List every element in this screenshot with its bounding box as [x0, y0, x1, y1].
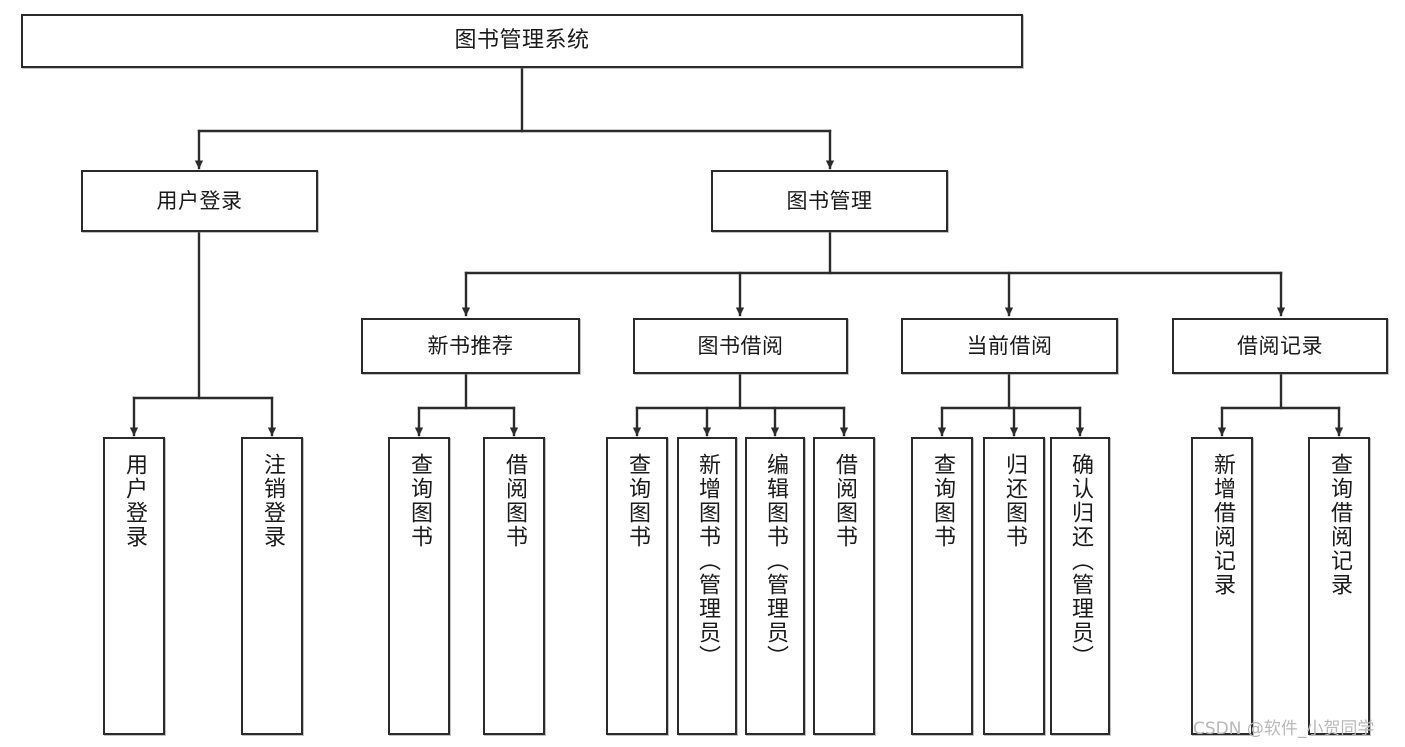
node-leaf-query-book-3[interactable]: 查询图书: [911, 437, 973, 735]
node-book-manage-label: 图书管理: [786, 188, 873, 213]
node-leaf-borrow-book-2[interactable]: 借阅图书: [813, 437, 875, 735]
node-borrow-record-label: 借阅记录: [1237, 333, 1323, 358]
node-borrow-record[interactable]: 借阅记录: [1172, 318, 1388, 374]
csdn-watermark: CSDN @软件_小贺同学: [1193, 719, 1375, 739]
node-root-root-label: 图书管理系统: [454, 28, 590, 54]
node-leaf-borrow-book-1-label: 借阅图书: [501, 453, 527, 549]
node-leaf-user-logout[interactable]: 注销登录: [241, 437, 303, 735]
node-leaf-return-book-label: 归还图书: [1001, 453, 1027, 549]
node-leaf-query-record[interactable]: 查询借阅记录: [1308, 437, 1370, 735]
node-leaf-user-login-label: 用户登录: [121, 453, 147, 549]
node-book-borrow[interactable]: 图书借阅: [633, 318, 848, 374]
node-leaf-edit-book[interactable]: 编辑图书（管理员）: [745, 437, 805, 735]
node-leaf-query-book-3-label: 查询图书: [929, 453, 955, 549]
node-new-book-recommend[interactable]: 新书推荐: [361, 318, 580, 374]
node-leaf-add-book-label: 新增图书（管理员）: [694, 453, 720, 669]
node-root-root[interactable]: 图书管理系统: [21, 14, 1023, 68]
node-leaf-borrow-book-1[interactable]: 借阅图书: [483, 437, 545, 735]
node-book-manage[interactable]: 图书管理: [711, 170, 948, 232]
node-current-borrow-label: 当前借阅: [966, 333, 1053, 358]
node-leaf-user-login[interactable]: 用户登录: [103, 437, 165, 735]
node-leaf-add-book[interactable]: 新增图书（管理员）: [677, 437, 737, 735]
node-new-book-recommend-label: 新书推荐: [427, 333, 514, 358]
node-leaf-edit-book-label: 编辑图书（管理员）: [762, 453, 788, 669]
node-leaf-confirm-return[interactable]: 确认归还（管理员）: [1050, 437, 1110, 735]
node-leaf-add-record-label: 新增借阅记录: [1209, 453, 1235, 597]
node-book-borrow-label: 图书借阅: [697, 333, 784, 358]
node-user-login[interactable]: 用户登录: [81, 170, 318, 232]
node-leaf-user-logout-label: 注销登录: [259, 453, 285, 549]
node-leaf-query-record-label: 查询借阅记录: [1326, 453, 1352, 597]
node-user-login-label: 用户登录: [156, 188, 243, 213]
node-leaf-query-book-2-label: 查询图书: [624, 453, 650, 549]
node-leaf-query-book-1-label: 查询图书: [406, 453, 432, 549]
node-leaf-borrow-book-2-label: 借阅图书: [831, 453, 857, 549]
node-leaf-query-book-2[interactable]: 查询图书: [606, 437, 668, 735]
node-leaf-add-record[interactable]: 新增借阅记录: [1191, 437, 1253, 735]
node-leaf-confirm-return-label: 确认归还（管理员）: [1067, 453, 1093, 669]
node-current-borrow[interactable]: 当前借阅: [901, 318, 1118, 374]
node-leaf-query-book-1[interactable]: 查询图书: [388, 437, 450, 735]
node-leaf-return-book[interactable]: 归还图书: [983, 437, 1045, 735]
